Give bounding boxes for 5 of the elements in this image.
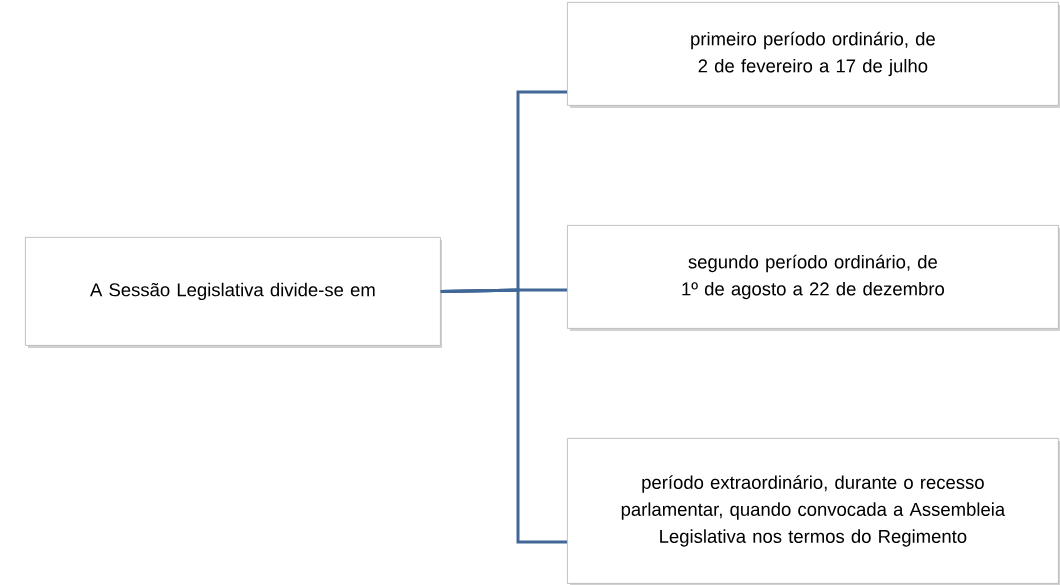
text-box: primeiro período ordinário, de 2 de fevereiro a 17 de julho [567, 2, 1060, 108]
connector [440, 288, 567, 544]
text-box: segundo período ordinário, de 1º de agosto a 22 de dezembro [567, 225, 1060, 331]
text-box: A Sessão Legislativa divide-se em [25, 237, 442, 348]
text-box: período extraordinário, durante o recesso parlamentar, quando convocada a Assembleia Legislativa nos termos do Regimento [567, 438, 1060, 585]
